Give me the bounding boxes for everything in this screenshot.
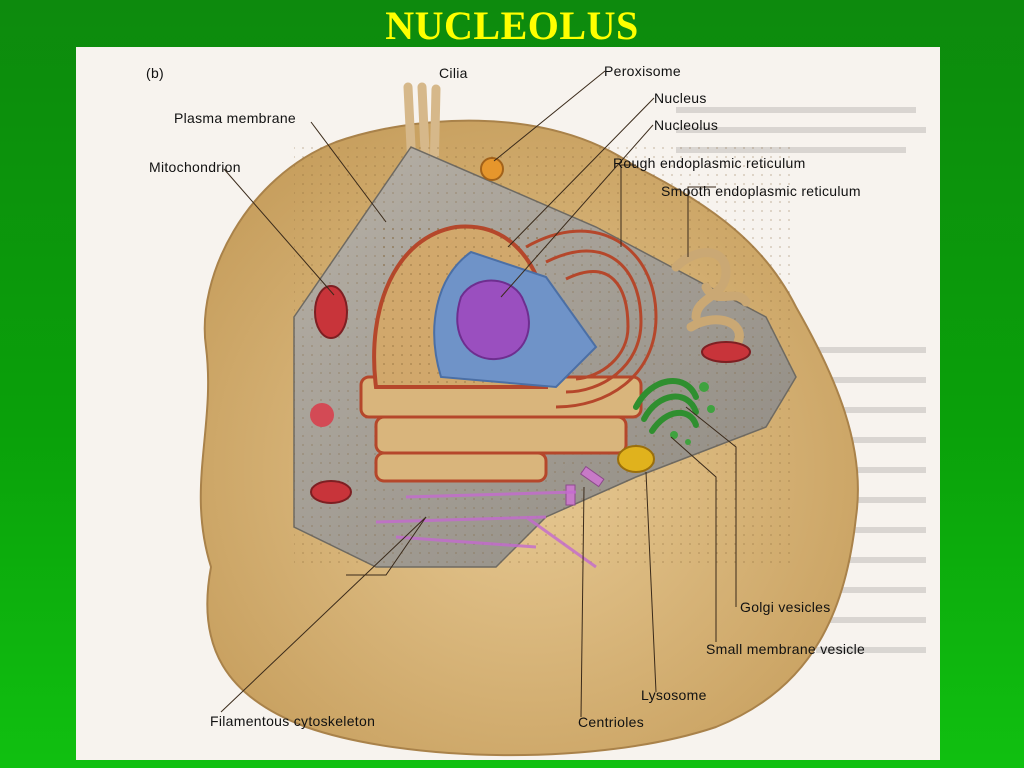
vesicle [310,403,334,427]
cell-illustration [199,70,926,757]
label-cilia: Cilia [439,65,468,81]
golgi-vesicles-shape [670,382,715,445]
slide-title: NUCLEOLUS [385,3,639,48]
cytoskeleton-shape [375,490,597,569]
label-small-membrane-vesicle: Small membrane vesicle [706,641,866,657]
leader-lines [220,70,737,718]
label-golgi-vesicles: Golgi vesicles [740,599,831,615]
label-plasma-membrane: Plasma membrane [174,110,296,126]
mitochondrion-2 [701,341,751,363]
mitochondrion-1 [314,285,348,339]
label-rough-er: Rough endoplasmic reticulum [613,155,806,171]
smooth-er-shape [671,248,751,347]
label-centrioles: Centrioles [578,714,645,730]
label-peroxisome: Peroxisome [604,63,681,79]
label-smooth-er: Smooth endoplasmic reticulum [661,183,861,199]
peroxisome-shape [480,157,504,181]
label-filamentous-cytoskeleton: Filamentous cytoskeleton [210,713,376,729]
lysosome-shape [617,445,655,473]
cell-diagram-panel: (b) Cilia Peroxisome Nucleus Nucleolus P… [76,47,940,760]
nucleolus-shape [456,279,530,361]
label-lysosome: Lysosome [641,687,707,703]
panel-letter: (b) [146,65,165,81]
label-nucleus: Nucleus [654,90,707,106]
centrioles-shape [565,465,605,506]
label-nucleolus: Nucleolus [654,117,719,133]
mitochondrion-3 [310,480,352,504]
label-mitochondrion: Mitochondrion [149,159,241,175]
golgi-shape [633,378,699,434]
